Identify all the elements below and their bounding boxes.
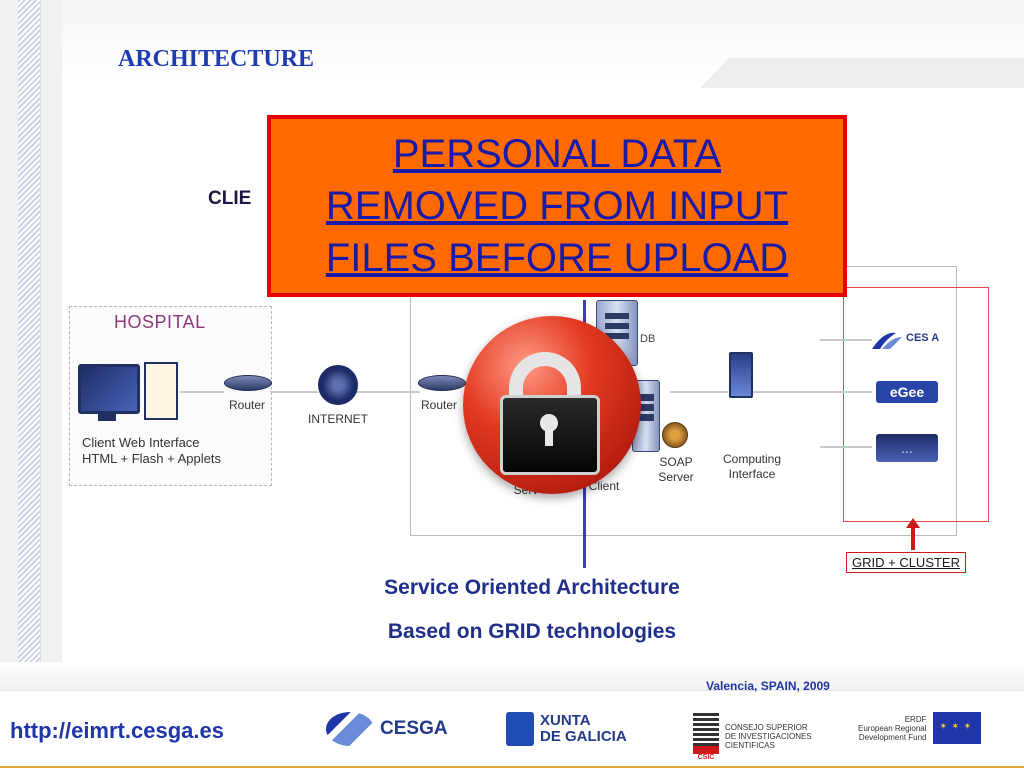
router-label: Router	[228, 398, 266, 412]
internet-label: INTERNET	[308, 412, 368, 426]
lock-body-icon	[500, 395, 600, 475]
soa-title: Service Oriented Architecture	[384, 576, 680, 599]
slide-title: ARCHITECTURE	[118, 46, 315, 72]
connector-line	[670, 391, 728, 393]
csic-footer-logo: CSIC CONSEJO SUPERIOR DE INVESTIGACIONES…	[693, 712, 812, 761]
computing-line: Interface	[728, 467, 776, 481]
connector-line	[356, 391, 420, 393]
monitor-stand-icon	[98, 411, 116, 421]
arrow-up-icon	[906, 518, 920, 550]
csic-logo-text: CONSEJO SUPERIOR DE INVESTIGACIONES CIEN…	[725, 723, 812, 750]
footer-location: Valencia, SPAIN, 2009	[706, 679, 830, 693]
csic-badge-text: CSIC	[697, 754, 715, 761]
client-web-line: Client Web Interface	[82, 435, 200, 450]
left-hatched-stripe	[18, 0, 41, 680]
connector-line	[820, 339, 872, 341]
keyhole-stem-icon	[545, 426, 553, 446]
router-icon	[224, 375, 272, 391]
xunta-line: DE GALICIA	[540, 728, 627, 745]
soa-subtitle: Based on GRID technologies	[387, 620, 677, 643]
hospital-label: HOSPITAL	[114, 312, 206, 332]
monitor-icon	[78, 364, 140, 414]
connector-line	[270, 391, 318, 393]
csic-mark-group: CSIC	[693, 712, 719, 761]
footer-gradient	[0, 662, 1024, 690]
router-icon	[418, 375, 466, 391]
egee-grid-logo: eGee	[876, 381, 938, 403]
cesga-footer-logo: CESGA	[326, 712, 448, 746]
cesga-grid-label: CES A	[906, 332, 940, 344]
computing-interface-icon	[729, 352, 753, 398]
xunta-logo-text: XUNTA DE GALICIA	[540, 713, 627, 745]
cluster-grid-logo: ...	[876, 434, 938, 462]
soap-globe-icon	[662, 422, 688, 448]
connector-line	[180, 391, 224, 393]
erdf-logo-text: ERDF European Regional Development Fund	[858, 715, 927, 742]
client-web-interface-label: Client Web Interface HTML + Flash + Appl…	[82, 435, 221, 467]
eu-flag-icon	[932, 712, 981, 744]
personal-data-notice: PERSONAL DATA REMOVED FROM INPUT FILES B…	[267, 115, 847, 297]
erdf-line: ERDF	[904, 714, 927, 724]
top-wedge-decoration	[700, 58, 1024, 88]
erdf-line: Development Fund	[858, 732, 927, 742]
connector-line	[820, 446, 872, 448]
csic-line: CIENTIFICAS	[725, 741, 775, 750]
cesga-grid-logo-icon	[872, 332, 902, 349]
soap-line: SOAP	[659, 455, 693, 469]
grid-cluster-box	[843, 287, 989, 522]
erdf-line: European Regional	[858, 723, 927, 733]
xunta-footer-logo: XUNTA DE GALICIA	[506, 712, 627, 746]
router-label: Router	[420, 398, 458, 412]
web-page-icon	[144, 362, 178, 420]
erdf-footer-logo: ERDF European Regional Development Fund	[852, 712, 981, 744]
xunta-line: XUNTA	[540, 712, 591, 729]
soap-line: Server	[658, 470, 694, 484]
cesga-logo-icon	[326, 712, 374, 746]
csic-line: CONSEJO SUPERIOR	[725, 723, 808, 732]
client-label: CLIE	[208, 188, 252, 209]
connector-line	[752, 391, 872, 393]
db-label: DB	[640, 333, 656, 345]
footer-accent-line	[0, 766, 1024, 768]
cesga-logo-text: CESGA	[380, 718, 448, 739]
keyhole-icon	[540, 414, 558, 432]
computing-interface-label: Computing Interface	[712, 452, 792, 482]
csic-line: DE INVESTIGACIONES	[725, 732, 812, 741]
computing-line: Computing	[722, 452, 782, 466]
client-partial-label: Client	[588, 479, 620, 493]
csic-logo-icon	[693, 712, 719, 754]
notice-line: REMOVED FROM INPUT	[325, 184, 789, 228]
grid-cluster-label: GRID + CLUSTER	[846, 552, 966, 573]
footer-url-link[interactable]: http://eimrt.cesga.es	[10, 718, 224, 743]
internet-globe-icon	[318, 365, 358, 405]
soap-server-label: SOAP Server	[650, 455, 702, 485]
client-web-line: HTML + Flash + Applets	[82, 451, 221, 466]
xunta-shield-icon	[506, 712, 534, 746]
notice-line: FILES BEFORE UPLOAD	[325, 236, 789, 280]
notice-line: PERSONAL DATA	[392, 132, 722, 176]
